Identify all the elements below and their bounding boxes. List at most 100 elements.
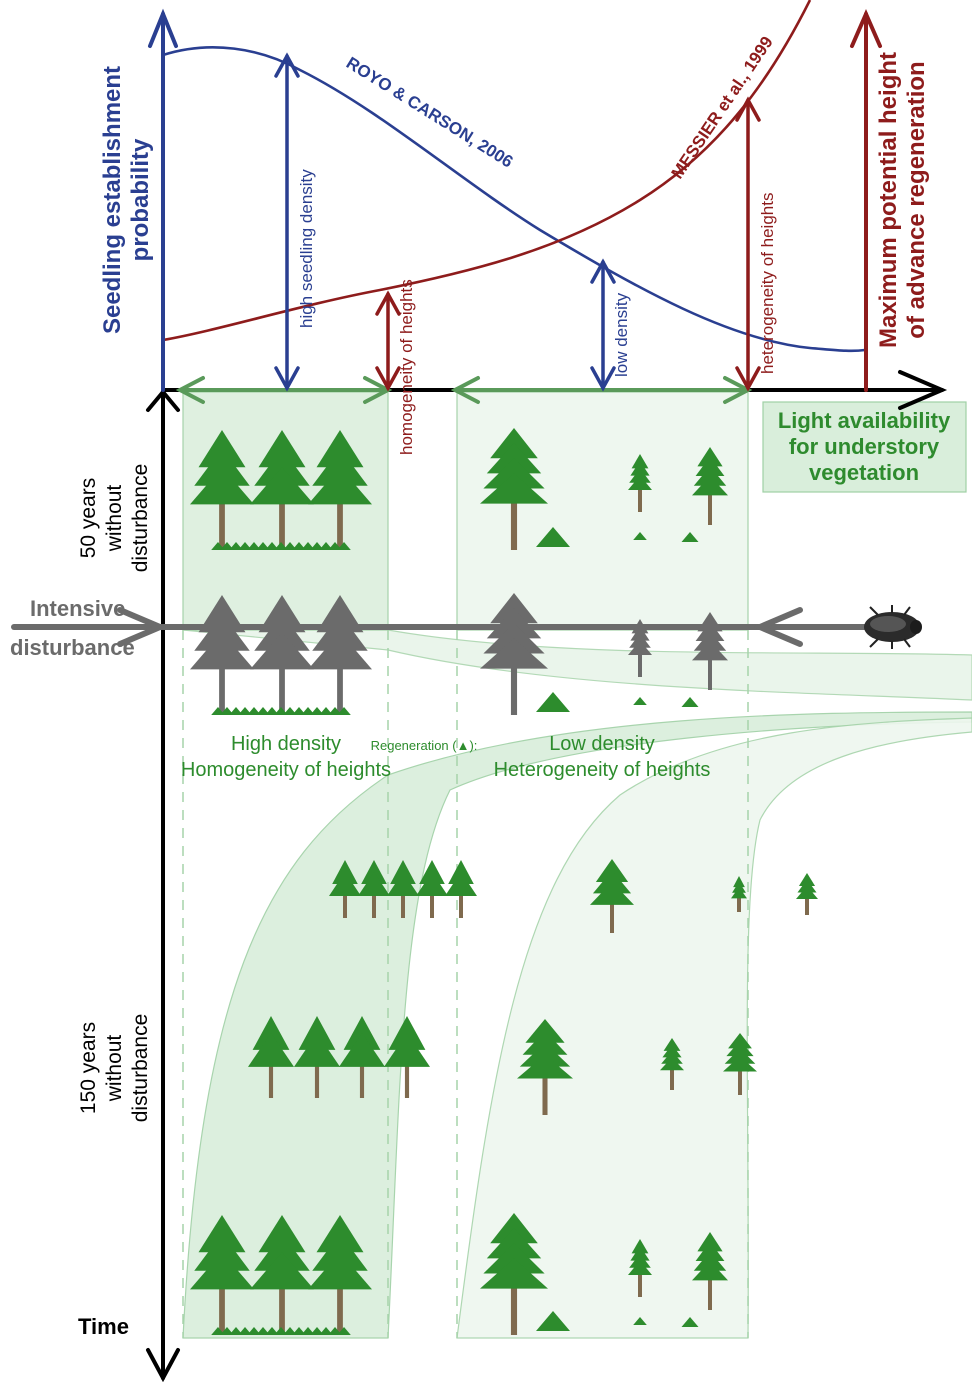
- conifer-tree-icon: [628, 1239, 652, 1297]
- conifer-tree-icon: [517, 1019, 573, 1115]
- seedling-triangle-icon: [536, 692, 570, 712]
- y-left-title-line1: Seedling establishment: [99, 66, 126, 334]
- left-panel-rect: [182, 391, 389, 631]
- y-left-axis: [148, 8, 178, 392]
- conifer-tree-icon: [308, 1215, 372, 1335]
- caption-heterogeneity: Heterogeneity of heights: [494, 759, 711, 781]
- seedling-triangle-icon: [328, 1327, 342, 1335]
- seedling-triangle-icon: [337, 707, 351, 715]
- seedling-triangle-icon: [283, 1327, 297, 1335]
- bark-beetle-icon: [864, 605, 922, 649]
- seedling-triangle-icon: [681, 1317, 699, 1327]
- seedling-triangle-icon: [536, 1311, 570, 1331]
- seedling-triangle-icon: [211, 1327, 225, 1335]
- seedling-triangle-icon: [681, 532, 699, 542]
- label-50-years: 50 years without disturbance: [77, 464, 152, 573]
- seedling-triangle-icon: [247, 707, 261, 715]
- seedling-triangle-icon: [238, 1327, 252, 1335]
- caption-low-density: Low density: [549, 733, 655, 755]
- conifer-tree-icon: [294, 1016, 340, 1098]
- conifer-tree-icon: [190, 1215, 254, 1335]
- seedling-triangle-icon: [319, 542, 333, 550]
- caption-high-density: High density: [231, 733, 341, 755]
- label-150-years-line2: without: [103, 1035, 126, 1103]
- conifer-tree-icon: [445, 860, 477, 918]
- seedling-triangle-icon: [238, 707, 252, 715]
- conifer-tree-icon: [590, 859, 634, 933]
- x-axis-title-line2: for understory: [789, 434, 940, 459]
- seedling-triangle-icon: [220, 1327, 234, 1335]
- seedling-triangle-icon: [681, 697, 699, 707]
- label-heterogeneity-of-heights: heterogeneity of heights: [758, 193, 777, 374]
- y-right-title-line1: Maximum potential height: [875, 52, 902, 348]
- seedling-triangle-icon: [211, 707, 225, 715]
- seedling-triangle-icon: [301, 1327, 315, 1335]
- conifer-tree-icon: [480, 428, 548, 550]
- conifer-tree-icon: [329, 860, 361, 918]
- conifer-tree-icon: [250, 430, 314, 550]
- seedling-triangle-icon: [247, 1327, 261, 1335]
- messier-curve: [162, 0, 812, 342]
- conifer-tree-icon: [723, 1033, 757, 1095]
- right-panel-rect: [456, 391, 749, 631]
- green-range-arrows: [175, 376, 753, 404]
- seedling-triangle-icon: [536, 527, 570, 547]
- seedling-triangle-icon: [337, 1327, 351, 1335]
- label-50-years-line2: without: [103, 485, 126, 553]
- seedling-triangle-icon: [337, 542, 351, 550]
- seedling-triangle-icon: [283, 707, 297, 715]
- conifer-tree-icon: [248, 1016, 294, 1098]
- seedling-triangle-icon: [256, 707, 270, 715]
- caption-homogeneity: Homogeneity of heights: [181, 759, 391, 781]
- conifer-tree-icon: [384, 1016, 430, 1098]
- conifer-tree-icon: [628, 454, 652, 512]
- label-150-years-line3: disturbance: [129, 1014, 152, 1123]
- conifer-tree-icon: [190, 430, 254, 550]
- grey-dead-tree-icon: [628, 619, 652, 677]
- seedling-triangle-icon: [247, 542, 261, 550]
- x-axis-title-line3: vegetation: [809, 460, 919, 485]
- x-axis-label-box: [762, 401, 967, 493]
- seedling-triangle-icon: [229, 542, 243, 550]
- conifer-tree-icon: [416, 860, 448, 918]
- seedling-triangle-icon: [319, 1327, 333, 1335]
- seedling-triangle-icon: [292, 542, 306, 550]
- conifer-tree-icon: [480, 1213, 548, 1335]
- seedling-triangle-icon: [274, 1327, 288, 1335]
- seedling-triangle-icon: [292, 707, 306, 715]
- seedling-triangle-icon: [211, 542, 225, 550]
- measurement-arrows: [274, 52, 761, 392]
- seedling-triangle-icon: [301, 542, 315, 550]
- label-low-density: low density: [612, 292, 631, 377]
- upper-band: [182, 629, 972, 701]
- conifer-tree-icon: [339, 1016, 385, 1098]
- seedling-triangle-icon: [292, 1327, 306, 1335]
- seedling-triangle-icon: [633, 532, 647, 540]
- seedling-triangle-icon: [328, 707, 342, 715]
- seedling-triangle-icon: [265, 1327, 279, 1335]
- conifer-tree-icon: [358, 860, 390, 918]
- dashed-guides: [182, 630, 749, 1338]
- right-curved-band: [456, 717, 972, 1339]
- seedling-triangle-icon: [633, 1317, 647, 1325]
- y-left-title: Seedling establishment probability: [99, 66, 154, 334]
- seedling-triangle-icon: [256, 542, 270, 550]
- seedling-triangle-icon: [265, 707, 279, 715]
- seedling-triangle-icon: [229, 707, 243, 715]
- seedling-triangle-icon: [274, 707, 288, 715]
- conifer-tree-icon: [731, 876, 747, 912]
- curve-label-messier: MESSIER et al., 1999: [668, 33, 777, 182]
- regeneration-key: Regeneration (▲):: [371, 738, 478, 753]
- conifer-tree-icon: [692, 1232, 728, 1310]
- conifer-tree-icon: [387, 860, 419, 918]
- grey-dead-tree-icon: [692, 612, 728, 690]
- label-time: Time: [78, 1314, 129, 1339]
- royo-carson-curve: [162, 46, 866, 353]
- seedling-triangle-icon: [238, 542, 252, 550]
- conifer-tree-icon: [250, 1215, 314, 1335]
- label-homogeneity-of-heights: homogeneity of heights: [397, 279, 416, 455]
- grey-dead-tree-icon: [308, 595, 372, 715]
- label-50-years-line1: 50 years: [77, 478, 100, 559]
